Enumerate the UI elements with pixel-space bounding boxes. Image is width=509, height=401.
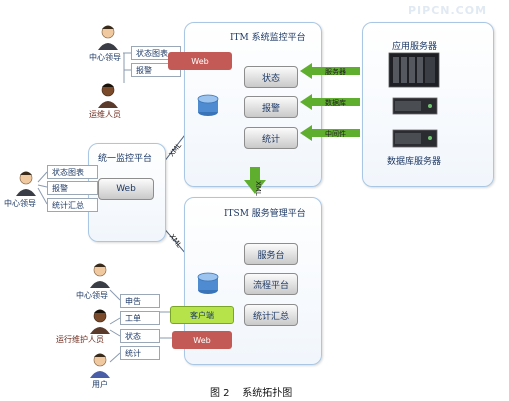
top-web-box[interactable]: Web (168, 52, 232, 70)
itm-item-stats[interactable]: 统计 (244, 127, 298, 149)
unified-list-status-chart[interactable]: 状态图表 (47, 165, 98, 179)
arrow-label-server: 服务器 (325, 68, 346, 76)
itm-item-alarm[interactable]: 报警 (244, 96, 298, 118)
arrow-label-db: 数据库 (325, 99, 346, 107)
top-leader-label: 中心领导 (89, 53, 121, 62)
unified-panel-title: 统一监控平台 (98, 154, 153, 164)
itm-item-status[interactable]: 状态 (244, 66, 298, 88)
figure-caption: 图 2 系统拓扑图 (210, 388, 293, 399)
itsm-item-process-platform[interactable]: 流程平台 (244, 273, 298, 295)
bottom-list-ticket[interactable]: 工单 (120, 311, 160, 325)
bottom-list-stats[interactable]: 统计 (120, 346, 160, 360)
arrow-label-middleware: 中间件 (325, 130, 346, 138)
bottom-leader-label: 中心领导 (76, 291, 108, 300)
bottom-client-box[interactable]: 客户端 (170, 306, 234, 324)
itm-panel-title: ITM 系统监控平台 (230, 33, 306, 43)
unified-web-box[interactable]: Web (98, 178, 154, 200)
bottom-ops-label: 运行维护人员 (56, 335, 104, 344)
itsm-item-service-desk[interactable]: 服务台 (244, 243, 298, 265)
bottom-list-status[interactable]: 状态 (120, 329, 160, 343)
db-server-label: 数据库服务器 (387, 157, 442, 167)
itsm-panel-title: ITSM 服务管理平台 (224, 209, 306, 219)
bottom-web-box[interactable]: Web (172, 331, 232, 349)
unified-list-stats-summary[interactable]: 统计汇总 (47, 198, 98, 212)
app-server-label: 应用服务器 (392, 42, 438, 52)
top-ops-label: 运维人员 (89, 110, 121, 119)
left-leader-label: 中心领导 (4, 199, 36, 208)
bottom-list-report[interactable]: 申告 (120, 294, 160, 308)
itsm-item-stats-summary[interactable]: 统计汇总 (244, 304, 298, 326)
unified-list-alarm[interactable]: 报警 (47, 181, 98, 195)
bottom-user-label: 用户 (92, 380, 108, 389)
watermark: PIPCN.COM (408, 4, 488, 17)
